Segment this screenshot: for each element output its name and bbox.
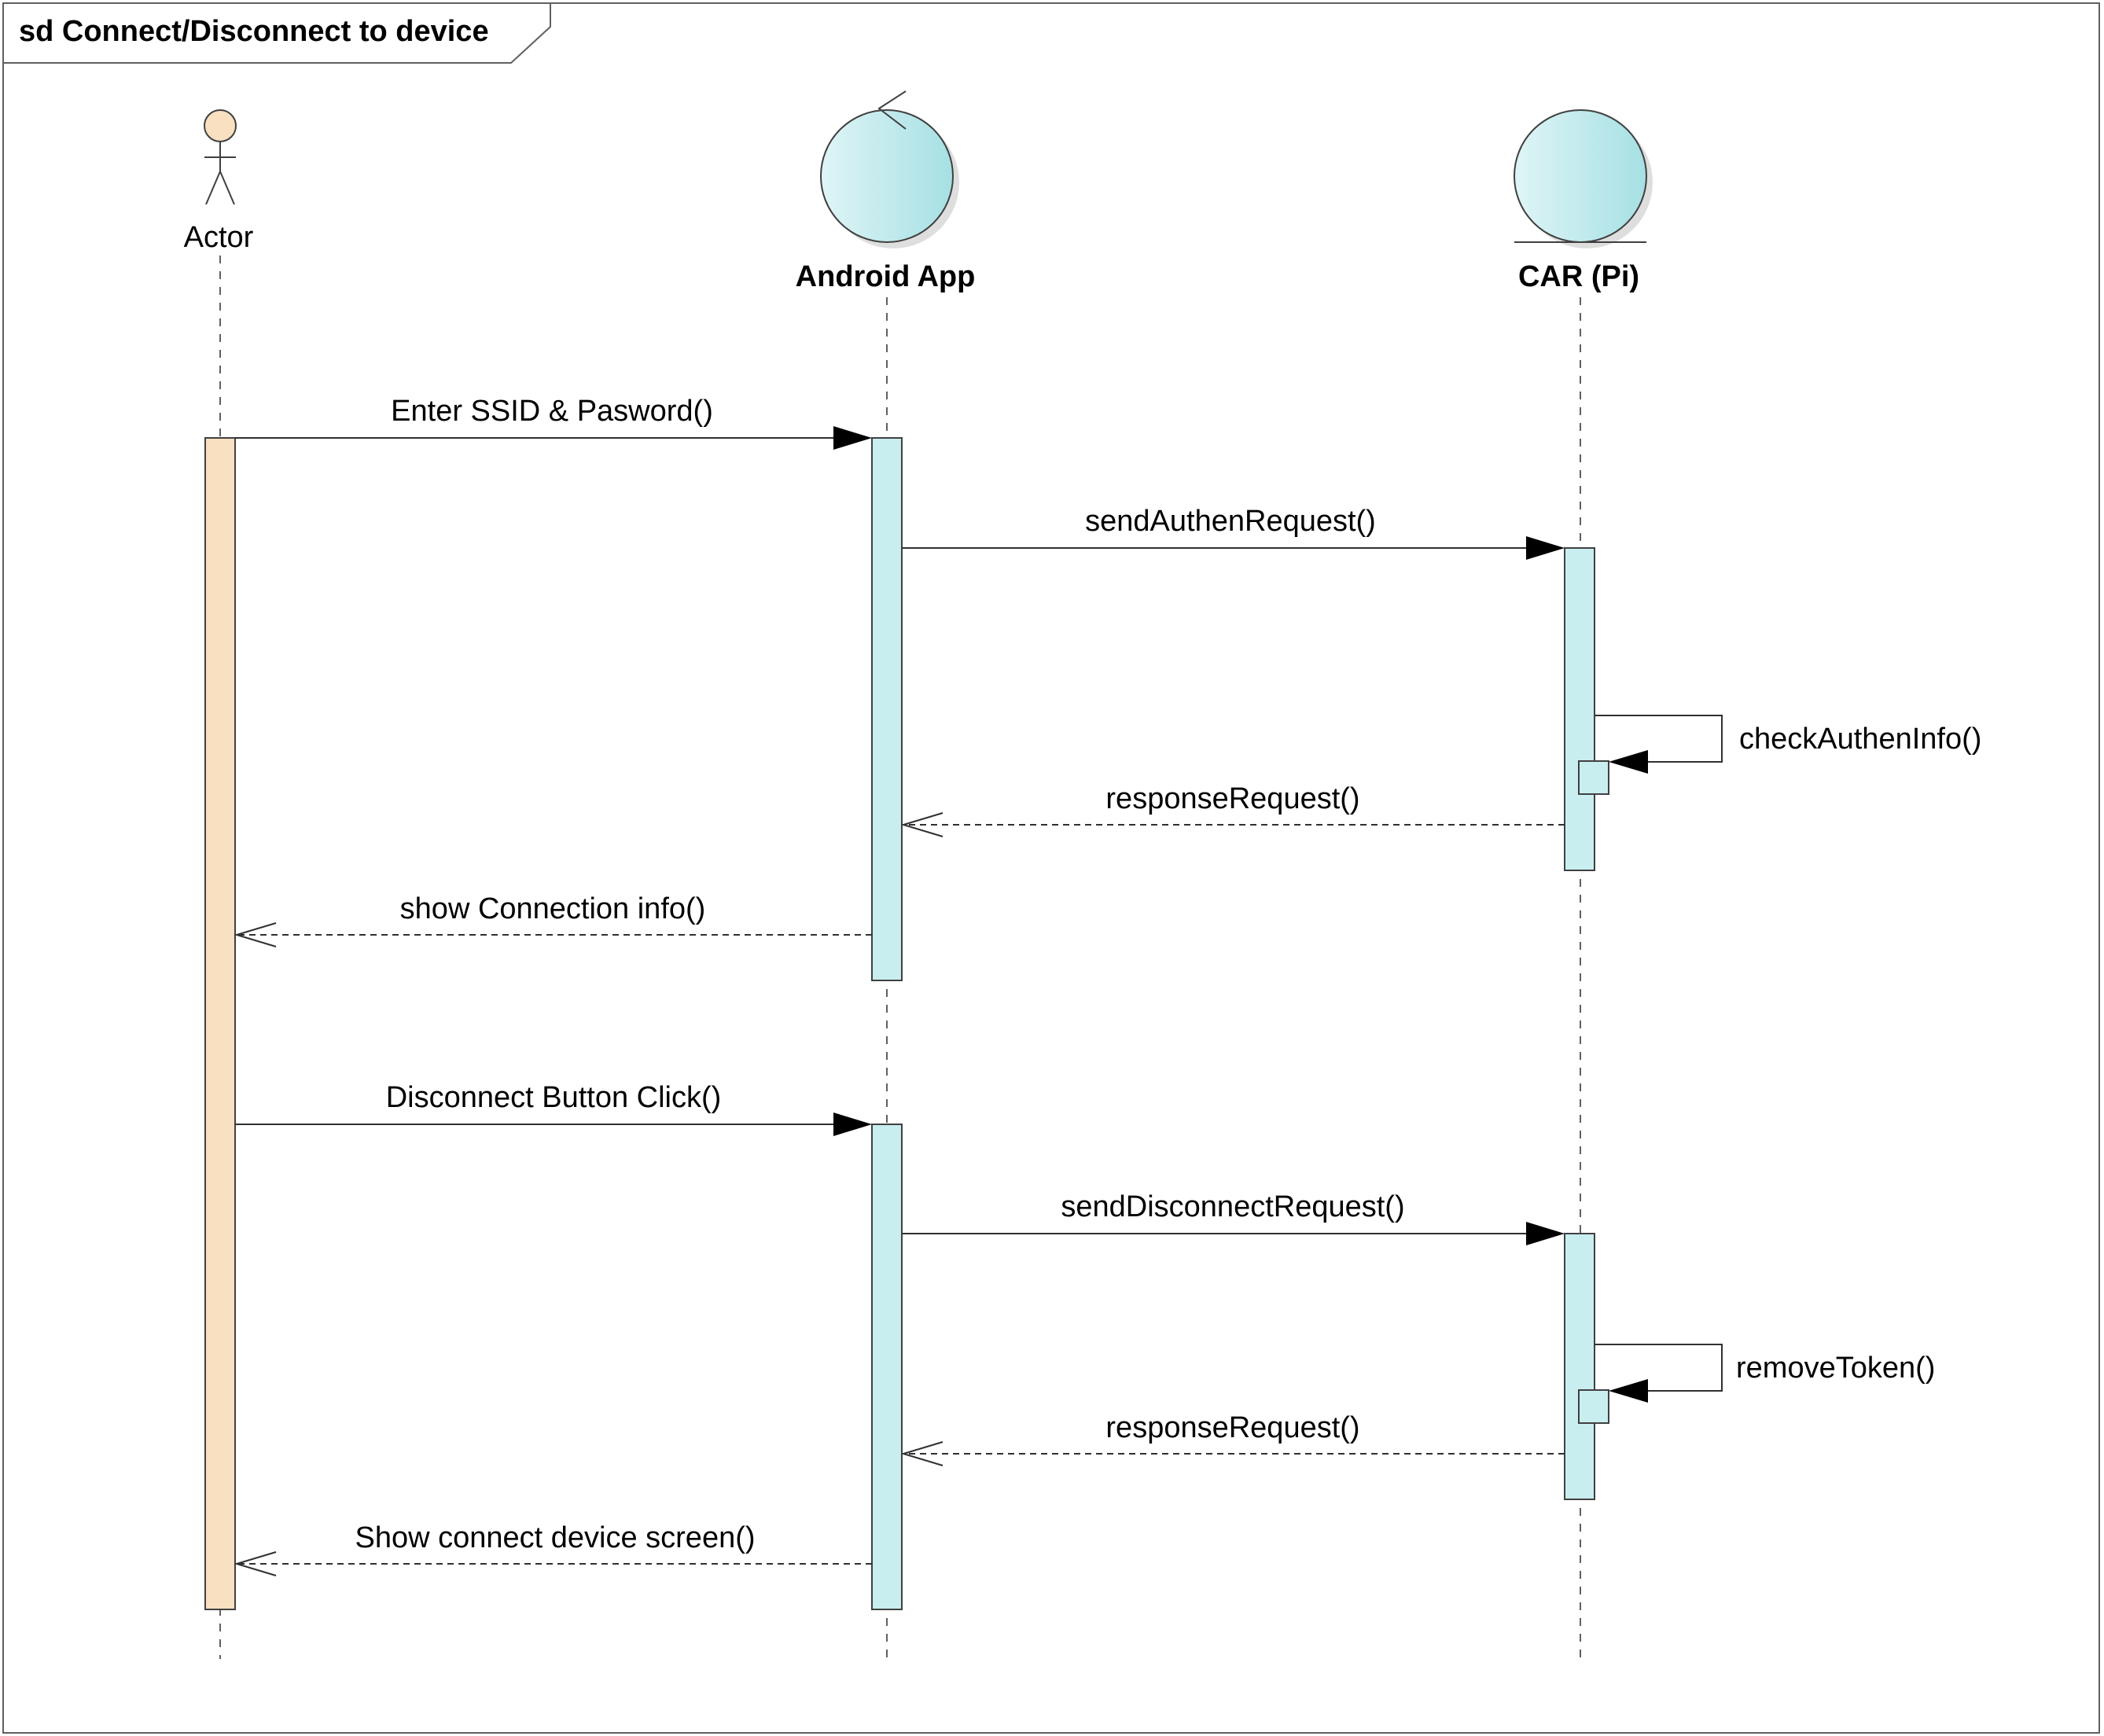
message-response-request-2: responseRequest()	[900, 1411, 1565, 1466]
activation-android-app-2	[871, 1124, 903, 1610]
message-remove-token: removeToken()	[1595, 1344, 1935, 1403]
sync-arrowhead	[833, 426, 872, 450]
message-send-authen-request: sendAuthenRequest()	[902, 505, 1565, 560]
message-label: removeToken()	[1736, 1352, 1935, 1385]
activation-actor	[204, 437, 236, 1610]
activation-car-pi-1	[1564, 547, 1595, 871]
participant-car-pi: CAR (Pi)	[1514, 109, 1653, 293]
message-label: Show connect device screen()	[355, 1521, 755, 1554]
participant-label-android-app: Android App	[796, 260, 976, 293]
sync-arrowhead	[1526, 536, 1565, 560]
sync-arrowhead	[1609, 750, 1648, 774]
open-arrowhead	[900, 812, 943, 837]
message-response-request-1: responseRequest()	[900, 782, 1565, 837]
participant-label-car-pi: CAR (Pi)	[1518, 260, 1639, 293]
activation-car-pi-self-1	[1578, 760, 1609, 795]
frame-title: sd Connect/Disconnect to device	[19, 15, 489, 48]
actor-icon	[204, 109, 237, 205]
activation-bars	[204, 437, 1609, 1610]
message-label: sendDisconnectRequest()	[1061, 1190, 1404, 1223]
activation-car-pi-2	[1564, 1233, 1595, 1500]
message-label: Disconnect Button Click()	[386, 1081, 722, 1114]
message-label: responseRequest()	[1105, 1411, 1359, 1444]
message-enter-ssid: Enter SSID & Pasword()	[235, 395, 872, 450]
message-send-disconnect-request: sendDisconnectRequest()	[902, 1190, 1565, 1245]
message-label: sendAuthenRequest()	[1085, 505, 1376, 538]
self-message-line	[1595, 1344, 1723, 1392]
open-arrowhead	[900, 1441, 943, 1466]
sync-arrowhead	[1609, 1379, 1648, 1403]
message-check-authen-info: checkAuthenInfo()	[1595, 715, 1981, 774]
message-label: Enter SSID & Pasword()	[391, 395, 713, 428]
message-label: checkAuthenInfo()	[1739, 723, 1981, 756]
participant-actor: Actor	[184, 109, 254, 254]
activation-car-pi-self-2	[1578, 1389, 1609, 1424]
message-show-connection-info: show Connection info()	[234, 892, 872, 947]
participant-android-app: Android App	[796, 90, 976, 293]
control-object-icon	[820, 90, 959, 248]
message-label: responseRequest()	[1105, 782, 1359, 815]
sync-arrowhead	[1526, 1222, 1565, 1245]
sync-arrowhead	[833, 1113, 872, 1136]
frame-title-tab	[2, 2, 551, 64]
self-message-line	[1595, 715, 1723, 763]
messages: Enter SSID & Pasword() sendAuthenRequest…	[234, 395, 1981, 1576]
message-label: show Connection info()	[400, 892, 706, 925]
open-arrowhead	[234, 922, 277, 947]
activation-android-app-1	[871, 437, 903, 981]
entity-object-icon	[1514, 109, 1653, 248]
open-arrowhead	[234, 1551, 277, 1576]
message-show-connect-device-screen: Show connect device screen()	[234, 1521, 872, 1576]
participant-label-actor: Actor	[184, 221, 254, 254]
message-disconnect-button-click: Disconnect Button Click()	[235, 1081, 872, 1136]
